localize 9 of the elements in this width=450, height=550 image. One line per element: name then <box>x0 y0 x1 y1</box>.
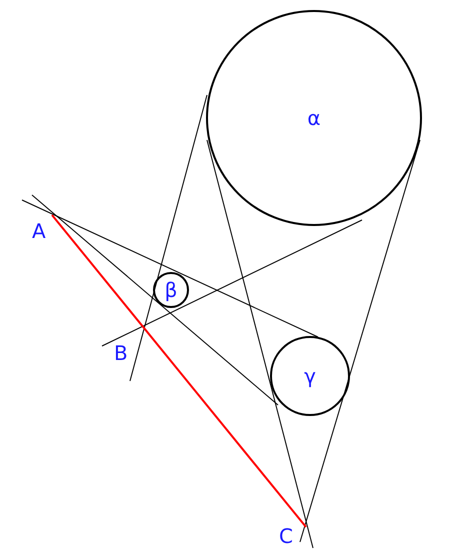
circle-label: β <box>164 280 178 300</box>
point-label: B <box>114 343 128 363</box>
circle-label: α <box>307 108 321 128</box>
point-label: C <box>279 526 293 546</box>
circle <box>153 272 189 308</box>
circle <box>206 10 422 226</box>
circle-label: γ <box>304 366 316 386</box>
point-label: A <box>32 221 46 241</box>
circle <box>270 336 350 416</box>
